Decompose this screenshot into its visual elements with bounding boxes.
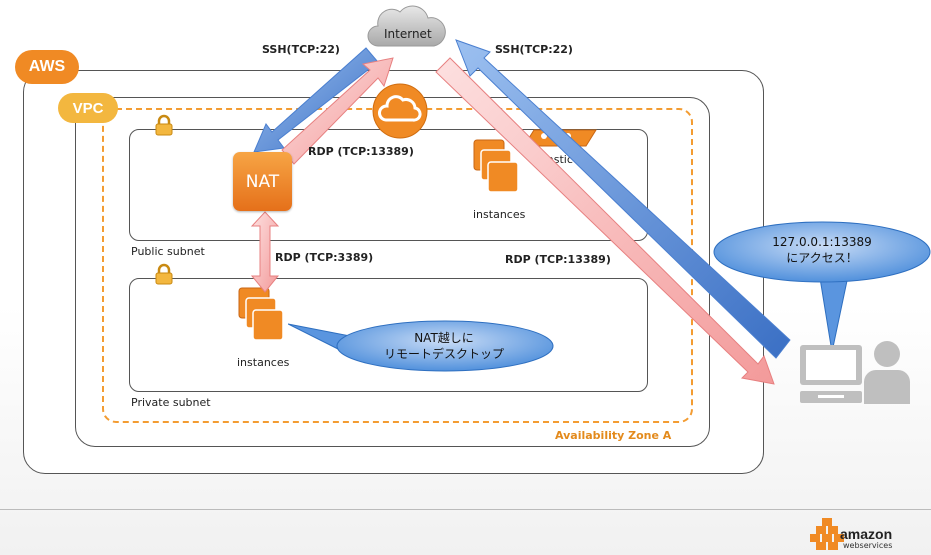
client-callout-line2: にアクセス！ (786, 251, 858, 265)
nat-instance: NAT (233, 152, 292, 211)
rdp-right-label: RDP (TCP:13389) (505, 253, 611, 266)
nat-callout-line1: NAT越しに (414, 331, 474, 345)
rdp-arrow-to-internet (281, 57, 394, 165)
rdp-arrow-to-client (435, 57, 775, 385)
ssh-arrow-to-nat (253, 47, 379, 153)
vpc-tag-label: VPC (72, 99, 104, 117)
rdp-nat-label: RDP (TCP:3389) (275, 251, 374, 264)
aws-tag: AWS (15, 50, 79, 84)
nat-callout-line2: リモートデスクトップ (383, 347, 504, 361)
client-computer-icon (800, 345, 862, 403)
rdp-top-label: RDP (TCP:13389) (308, 145, 414, 158)
nat-callout-text: NAT越しに リモートデスクトップ (364, 330, 524, 362)
instances-icon (473, 139, 519, 193)
private-subnet-label: Private subnet (131, 396, 211, 409)
instances-icon (238, 287, 284, 341)
aws-logo-main: amazon (840, 526, 893, 542)
internet-label: Internet (384, 27, 432, 41)
private-instances-label: instances (237, 356, 290, 369)
internet-gateway-icon (372, 83, 428, 139)
ssh-right-label: SSH(TCP:22) (495, 43, 573, 56)
client-callout-line1: 127.0.0.1:13389 (772, 235, 872, 249)
footer-divider (0, 509, 931, 510)
aws-tag-label: AWS (28, 58, 66, 75)
rdp-arrow-nat-private (250, 211, 280, 293)
user-icon (864, 341, 910, 404)
lock-icon (155, 114, 173, 136)
vpc-tag: VPC (58, 93, 118, 123)
client-callout-text: 127.0.0.1:13389 にアクセス！ (742, 234, 902, 266)
client-callout-bubble (713, 221, 931, 353)
aws-logo-cubes-icon (810, 518, 844, 550)
ssh-left-label: SSH(TCP:22) (262, 43, 340, 56)
public-instances-label: instances (473, 208, 526, 221)
nat-callout-bubble (288, 320, 554, 372)
ssh-arrow-from-client (455, 39, 791, 359)
availability-zone-label: Availability Zone A (555, 429, 672, 442)
internet-cloud-icon (367, 5, 446, 47)
lock-icon (155, 263, 173, 285)
nat-label: NAT (245, 171, 280, 192)
aws-logo-sub: webservices (843, 541, 893, 550)
public-subnet-label: Public subnet (131, 245, 205, 258)
